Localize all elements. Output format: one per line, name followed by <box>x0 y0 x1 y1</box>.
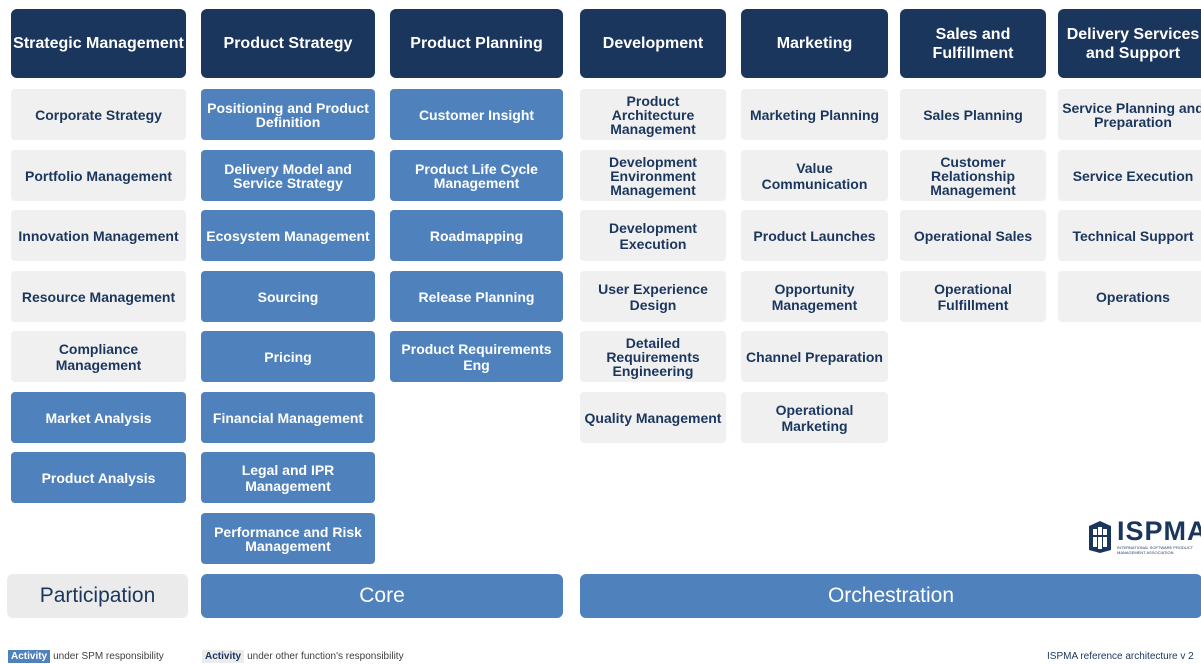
ispma-logo-icon <box>1089 520 1111 553</box>
activity-service-execution: Service Execution <box>1058 150 1201 201</box>
activity-development-environment-management: Development Environment Management <box>580 150 726 201</box>
activity-product-life-cycle-management: Product Life Cycle Management <box>390 150 563 201</box>
activity-customer-insight: Customer Insight <box>390 89 563 140</box>
activity-operational-fulfillment: Operational Fulfillment <box>900 271 1046 322</box>
activity-resource-management: Resource Management <box>11 271 186 322</box>
activity-product-analysis: Product Analysis <box>11 452 186 503</box>
activity-delivery-model-and-service-strategy: Delivery Model and Service Strategy <box>201 150 375 201</box>
activity-legal-and-ipr-management: Legal and IPR Management <box>201 452 375 503</box>
activity-operational-marketing: Operational Marketing <box>741 392 888 443</box>
activity-portfolio-management: Portfolio Management <box>11 150 186 201</box>
activity-detailed-requirements-engineering: Detailed Requirements Engineering <box>580 331 726 382</box>
column-header-marketing: Marketing <box>741 9 888 78</box>
legend-other-swatch: Activity <box>202 650 245 663</box>
activity-corporate-strategy: Corporate Strategy <box>11 89 186 140</box>
activity-opportunity-management: Opportunity Management <box>741 271 888 322</box>
activity-sourcing: Sourcing <box>201 271 375 322</box>
activity-development-execution: Development Execution <box>580 210 726 261</box>
activity-financial-management: Financial Management <box>201 392 375 443</box>
column-header-strategic-management: Strategic Management <box>11 9 186 78</box>
activity-release-planning: Release Planning <box>390 271 563 322</box>
activity-positioning-and-product-definition: Positioning and Product Definition <box>201 89 375 140</box>
activity-marketing-planning: Marketing Planning <box>741 89 888 140</box>
activity-customer-relationship-management: Customer Relationship Management <box>900 150 1046 201</box>
legend-core-text: under SPM responsibility <box>53 651 164 662</box>
activity-innovation-management: Innovation Management <box>11 210 186 261</box>
activity-compliance-management: Compliance Management <box>11 331 186 382</box>
activity-roadmapping: Roadmapping <box>390 210 563 261</box>
activity-sales-planning: Sales Planning <box>900 89 1046 140</box>
legend-other: Activity under other function's responsi… <box>202 650 404 663</box>
legend-core-swatch: Activity <box>8 650 51 663</box>
participation-bar: Participation <box>7 574 188 618</box>
activity-operational-sales: Operational Sales <box>900 210 1046 261</box>
activity-market-analysis: Market Analysis <box>11 392 186 443</box>
activity-product-launches: Product Launches <box>741 210 888 261</box>
logo-tagline: INTERNATIONAL SOFTWARE PRODUCT MANAGEMEN… <box>1117 545 1194 555</box>
ispma-logo: ISPMA INTERNATIONAL SOFTWARE PRODUCT MAN… <box>1087 518 1201 555</box>
activity-quality-management: Quality Management <box>580 392 726 443</box>
activity-pricing: Pricing <box>201 331 375 382</box>
activity-technical-support: Technical Support <box>1058 210 1201 261</box>
column-header-development: Development <box>580 9 726 78</box>
column-header-sales-and-fulfillment: Sales and Fulfillment <box>900 9 1046 78</box>
version-label: ISPMA reference architecture v 2 <box>1047 651 1194 662</box>
column-header-product-strategy: Product Strategy <box>201 9 375 78</box>
activity-value-communication: Value Communication <box>741 150 888 201</box>
activity-product-architecture-management: Product Architecture Management <box>580 89 726 140</box>
activity-operations: Operations <box>1058 271 1201 322</box>
logo-wordmark: ISPMA <box>1117 516 1201 546</box>
activity-product-requirements-eng: Product Requirements Eng <box>390 331 563 382</box>
activity-user-experience-design: User Experience Design <box>580 271 726 322</box>
core-bar: Core <box>201 574 563 618</box>
column-header-product-planning: Product Planning <box>390 9 563 78</box>
activity-service-planning-and-preparation: Service Planning and Preparation <box>1058 89 1201 140</box>
legend-other-text: under other function's responsibility <box>247 651 404 662</box>
activity-performance-and-risk-management: Performance and Risk Management <box>201 513 375 564</box>
orchestration-bar: Orchestration <box>580 574 1201 618</box>
activity-ecosystem-management: Ecosystem Management <box>201 210 375 261</box>
column-header-delivery-services-and-support: Delivery Services and Support <box>1058 9 1201 78</box>
legend-core: Activity under SPM responsibility <box>8 650 164 663</box>
activity-channel-preparation: Channel Preparation <box>741 331 888 382</box>
